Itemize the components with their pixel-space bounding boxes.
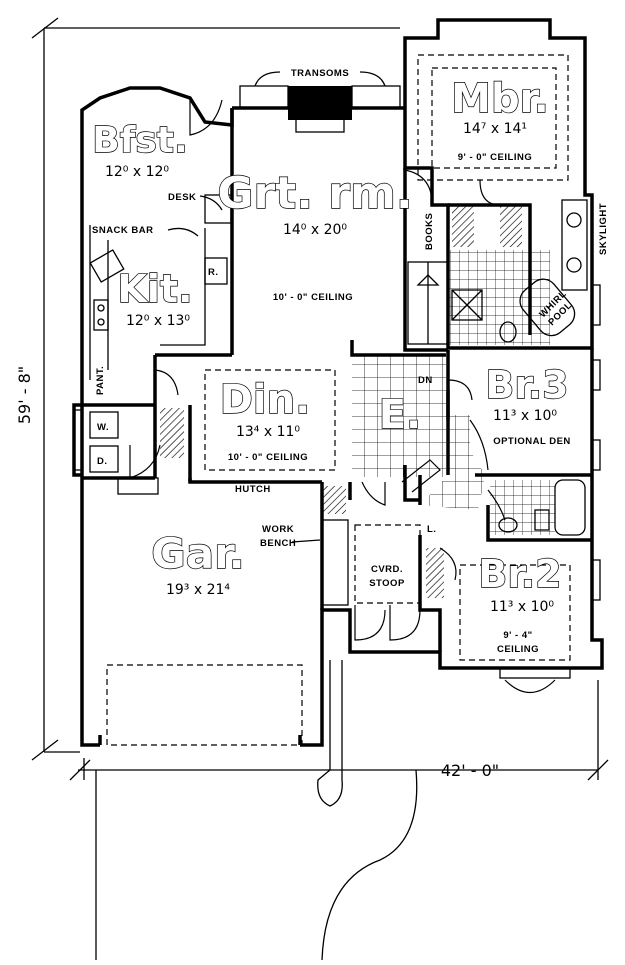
mbr-ceiling: 9' - 0" CEILING (458, 152, 532, 163)
bath-tile (448, 250, 550, 345)
din-name: Din. (220, 377, 311, 423)
linen-label: L. (427, 524, 436, 535)
bath2-tile (490, 480, 555, 535)
stoop-label-1: CVRD. (371, 564, 403, 575)
bfst-name: Bfst. (92, 120, 187, 161)
hall-tile (420, 415, 485, 510)
washer-label: W. (97, 422, 109, 433)
din-dims: 13⁴ x 11⁰ (236, 424, 300, 440)
dryer-label: D. (97, 456, 108, 467)
closet-hatch-3 (500, 205, 522, 247)
dimension-lines (31, 17, 609, 781)
closet-hatch-1 (160, 408, 184, 458)
grt-name: Grt. rm. (217, 168, 412, 219)
pantry-label: PANT. (95, 366, 106, 395)
entry-tile (352, 355, 446, 477)
skylight-label: SKYLIGHT (598, 203, 609, 255)
snack-bar-label: SNACK BAR (92, 225, 154, 236)
work-bench-arrow (291, 539, 321, 543)
transoms-label: TRANSOMS (291, 68, 349, 79)
stoop-label-2: STOOP (369, 578, 405, 589)
br2-dims: 11³ x 10⁰ (490, 599, 554, 615)
grt-dims: 14⁰ x 20⁰ (283, 222, 347, 238)
windows (73, 85, 601, 679)
work-bench-label-1: WORK (262, 524, 294, 535)
desk-arrow (199, 195, 223, 211)
desk-label: DESK (168, 192, 196, 203)
kit-name: Kit. (117, 267, 192, 311)
snack-bar-arrow (167, 227, 199, 237)
hutch-label: HUTCH (235, 484, 271, 495)
width-dimension: 42' - 0" (441, 761, 499, 780)
br3-note: OPTIONAL DEN (493, 436, 571, 447)
mbr-dims: 14⁷ x 14¹ (463, 121, 527, 137)
transoms-arrows (254, 71, 386, 87)
refrigerator-label: R. (208, 267, 219, 278)
din-ceiling: 10' - 0" CEILING (228, 452, 308, 463)
stairs (407, 261, 449, 345)
br2-note-1: 9' - 4" (503, 630, 532, 641)
depth-dimension: 59' - 8" (15, 366, 34, 424)
closet-hatch-2 (452, 205, 474, 247)
gar-name: Gar. (151, 529, 245, 578)
br3-dims: 11³ x 10⁰ (493, 408, 557, 424)
grt-ceiling: 10' - 0" CEILING (273, 292, 353, 303)
work-bench-label-2: BENCH (260, 538, 296, 549)
ceiling-outlines (106, 54, 571, 746)
closet-hatch-4 (426, 548, 444, 598)
fixtures (89, 194, 588, 606)
closet-hatch-5 (322, 486, 346, 514)
entry-name: E. (379, 392, 422, 438)
gar-dims: 19³ x 21⁴ (166, 582, 230, 598)
mbr-name: Mbr. (451, 76, 549, 122)
driveway (95, 660, 418, 961)
bfst-dims: 12⁰ x 12⁰ (105, 164, 169, 180)
kit-dims: 12⁰ x 13⁰ (126, 313, 190, 329)
br2-note-2: CEILING (497, 644, 539, 655)
books-label: BOOKS (424, 213, 435, 250)
down-label: DN (418, 375, 433, 386)
br3-name: Br.3 (485, 363, 568, 407)
fireplace (288, 86, 352, 120)
doors (129, 99, 556, 694)
br2-name: Br.2 (478, 552, 561, 596)
